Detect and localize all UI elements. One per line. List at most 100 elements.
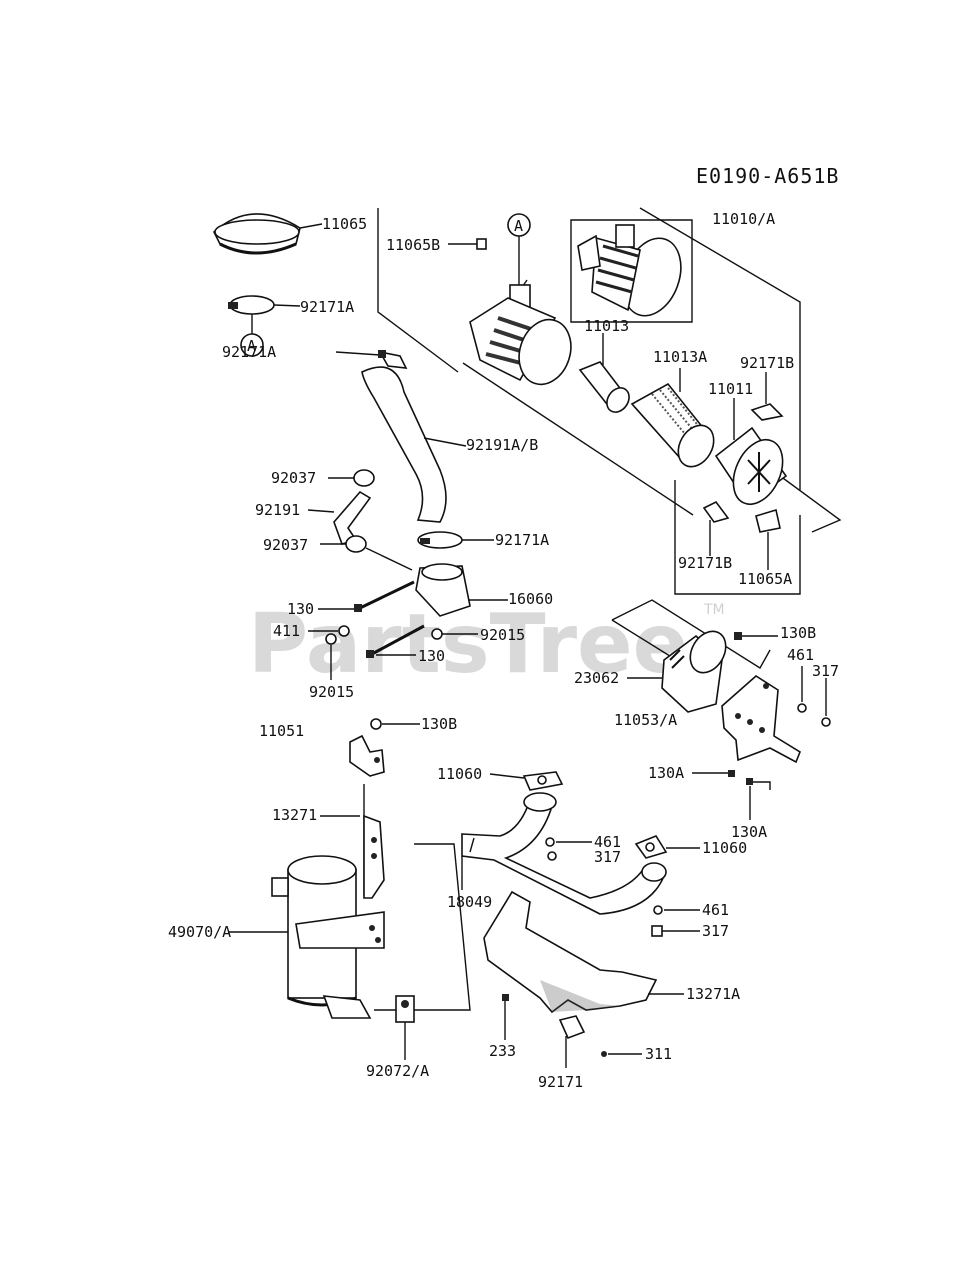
bracket-13271 <box>363 814 385 899</box>
bolt-130-lower <box>366 624 425 658</box>
label-11013a: 11013A <box>653 348 707 366</box>
diagram-code: E0190-A651B <box>696 164 839 188</box>
filter-11013a <box>630 368 715 468</box>
clamp-92037-top <box>328 469 375 487</box>
clip-92171b-bottom <box>702 500 730 556</box>
label-11065b: 11065B <box>386 236 440 254</box>
clamp-92171a-top <box>228 295 301 315</box>
guard-23062 <box>627 630 727 713</box>
washer-411 <box>308 625 350 637</box>
bracket-11053 <box>721 675 801 764</box>
air-cleaner-body <box>469 284 572 386</box>
label-11011: 11011 <box>708 380 753 398</box>
label-92191: 92191 <box>255 501 300 519</box>
callout-a-top: A <box>507 213 531 285</box>
label-317-top: 317 <box>812 662 839 680</box>
label-317-middle: 317 <box>594 848 621 866</box>
label-92171b-bottom: 92171B <box>678 554 732 572</box>
label-92171a-middle: 92171A <box>495 531 549 549</box>
clamp-92171a-left <box>335 350 408 369</box>
assembly-bracket-air-cleaner <box>377 207 842 595</box>
washer-461-top <box>797 666 807 713</box>
label-130-upper: 130 <box>287 600 314 618</box>
label-92015-right: 92015 <box>480 626 525 644</box>
label-92171b-top: 92171B <box>740 354 794 372</box>
clamp-92072 <box>374 995 415 1060</box>
label-92072: 92072/A <box>366 1062 429 1080</box>
svg-text:A: A <box>514 217 523 235</box>
label-130-lower: 130 <box>418 647 445 665</box>
callout-a-left: A <box>240 314 264 357</box>
intake-16060 <box>415 563 508 617</box>
label-11053: 11053/A <box>614 711 677 729</box>
label-23062: 23062 <box>574 669 619 687</box>
label-11013: 11013 <box>584 317 629 335</box>
bolt-130a-1 <box>692 770 735 777</box>
label-49070: 49070/A <box>168 923 231 941</box>
label-92191ab: 92191A/B <box>466 436 538 454</box>
label-461-top: 461 <box>787 646 814 664</box>
label-11010: 11010/A <box>712 210 775 228</box>
label-11060-top: 11060 <box>437 765 482 783</box>
bolt-130-upper <box>318 580 415 612</box>
label-11060-right: 11060 <box>702 839 747 857</box>
label-317-bottom: 317 <box>702 922 729 940</box>
air-cleaner-assembly-inset <box>570 219 693 323</box>
bracket-11051 <box>349 734 385 777</box>
label-461-bottom: 461 <box>702 901 729 919</box>
label-11065a: 11065A <box>738 570 792 588</box>
label-11051: 11051 <box>259 722 304 740</box>
label-233: 233 <box>489 1042 516 1060</box>
bolt-233 <box>502 994 509 1040</box>
label-11065: 11065 <box>322 215 367 233</box>
hose-92191ab <box>361 366 467 523</box>
nut-317-bottom <box>651 925 700 937</box>
clamp-92037-bottom <box>320 535 413 571</box>
bolt-130a-2 <box>746 778 771 820</box>
part-11065b <box>448 238 487 250</box>
label-13271: 13271 <box>272 806 317 824</box>
label-130b-middle: 130B <box>421 715 457 733</box>
label-18049: 18049 <box>447 893 492 911</box>
label-13271a: 13271A <box>686 985 740 1003</box>
part-11065a <box>755 508 781 570</box>
label-130a-2: 130A <box>731 823 767 841</box>
label-130b-top: 130B <box>780 624 816 642</box>
cap-11065 <box>213 213 323 255</box>
washer-461-middle <box>545 837 592 847</box>
label-92171: 92171 <box>538 1073 583 1091</box>
cover-11011 <box>714 398 788 506</box>
watermark: PartsTree <box>248 597 688 692</box>
nut-317-middle <box>547 851 557 861</box>
label-311: 311 <box>645 1045 672 1063</box>
assembly-bracket-exhaust <box>410 843 471 1011</box>
nut-317-top <box>821 678 831 727</box>
svg-text:A: A <box>247 337 256 355</box>
label-411: 411 <box>273 622 300 640</box>
clamp-92171 <box>558 1015 586 1068</box>
label-461-middle: 461 <box>594 833 621 851</box>
watermark-trademark: TM <box>703 602 725 618</box>
clamp-92171a-middle <box>417 531 494 549</box>
muffler-49070 <box>228 855 385 1019</box>
label-92037-top: 92037 <box>271 469 316 487</box>
bolt-130b-top <box>734 632 778 640</box>
label-130a-1: 130A <box>648 764 684 782</box>
bracket-plate-13271a <box>483 890 684 1014</box>
label-92171a-left: 92171A <box>222 343 276 361</box>
gasket-11060-top <box>489 771 564 791</box>
label-92171a-top: 92171A <box>300 298 354 316</box>
label-92015-left: 92015 <box>309 683 354 701</box>
part-11013 <box>578 333 630 413</box>
nut-311 <box>601 1051 642 1057</box>
exhaust-pipe-18049 <box>461 792 667 915</box>
clip-92171b-top <box>750 372 784 421</box>
nut-92015-left <box>325 633 337 680</box>
label-16060: 16060 <box>508 590 553 608</box>
nut-92015-right <box>431 628 478 640</box>
label-92037-bottom: 92037 <box>263 536 308 554</box>
gasket-11060-right <box>634 835 700 859</box>
bolt-130b-middle <box>370 718 420 730</box>
washer-461-bottom <box>653 905 700 915</box>
